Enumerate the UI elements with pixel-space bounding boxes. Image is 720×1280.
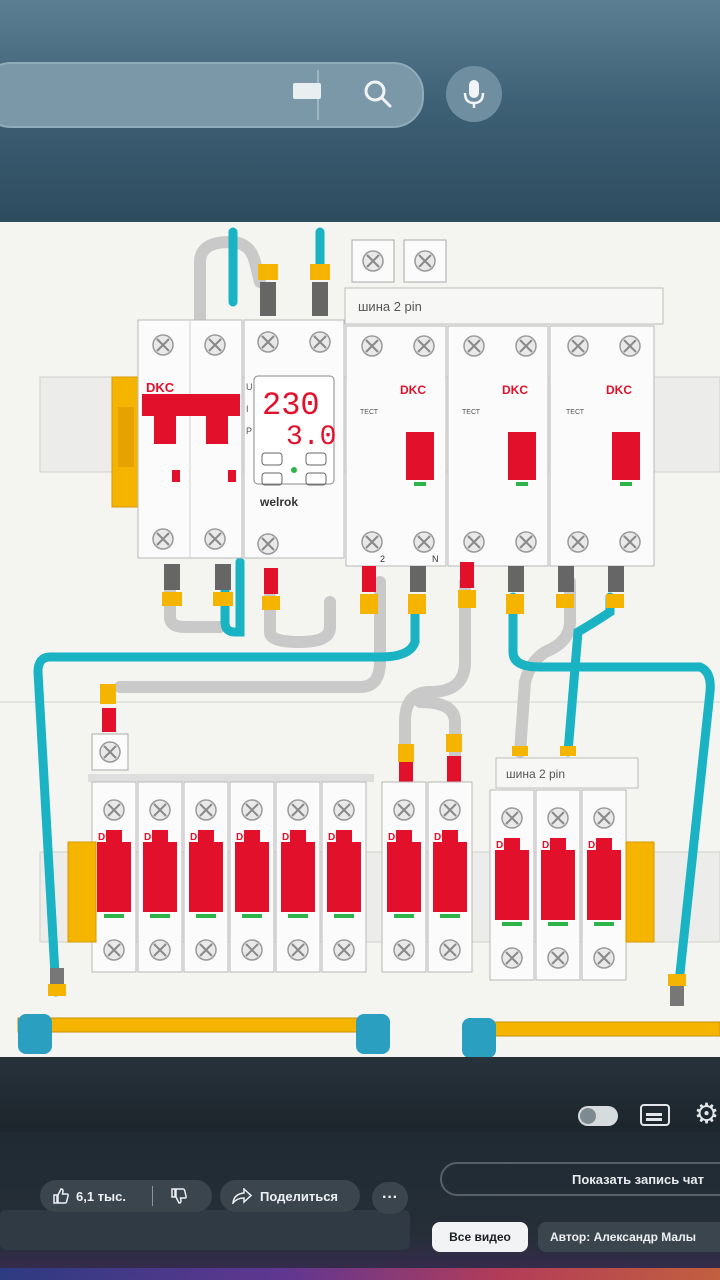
mcb-brand-6: DKC: [328, 832, 350, 843]
filter-all-videos[interactable]: Все видео: [432, 1222, 528, 1252]
bottom-glow: [0, 1268, 720, 1280]
rcbo-3-brand: DKC: [606, 383, 632, 397]
bus-label-top: шина 2 pin: [358, 299, 422, 314]
like-divider: [152, 1186, 153, 1206]
terminal-2-label: 2: [380, 554, 385, 564]
rcbo-1-test: ТЕСТ: [360, 409, 379, 416]
mcb-brand-10: DKC: [542, 840, 564, 851]
rcbo-1-brand: DKC: [400, 383, 426, 397]
mcb-brand-9: DKC: [496, 840, 518, 851]
rcbo-2: DKC ТЕСТ: [447, 325, 549, 567]
subtitles-button[interactable]: [640, 1104, 670, 1126]
mcb-brand-11: DKC: [588, 840, 610, 851]
settings-gear-icon[interactable]: ⚙: [694, 1098, 720, 1129]
autoplay-toggle[interactable]: [578, 1106, 618, 1126]
video-player[interactable]: шина 2 pin DKC 230 3.0 U I P welrok DKC …: [0, 222, 720, 1057]
panel-schematic: шина 2 pin DKC 230 3.0 U I P welrok DKC …: [0, 227, 720, 1057]
meter-label-p: P: [246, 426, 252, 436]
mcb-brand-1: DKC: [98, 832, 120, 843]
thumbs-up-icon[interactable]: [52, 1187, 70, 1205]
rcbo-2-brand: DKC: [502, 383, 528, 397]
brand-logo-main: DKC: [146, 380, 175, 395]
filter-all-label: Все видео: [449, 1230, 511, 1244]
mcb-brand-8: DKC: [434, 832, 456, 843]
mcb-brand-4: DKC: [236, 832, 258, 843]
rcbo-3-test: ТЕСТ: [566, 409, 585, 416]
rcbo-3: DKC ТЕСТ: [549, 325, 655, 567]
blurred-channel-row: [0, 1210, 410, 1250]
like-dislike-group: 6,1 тыс.: [40, 1180, 212, 1212]
search-button[interactable]: [350, 70, 406, 118]
more-label: ···: [382, 1189, 398, 1206]
filter-author[interactable]: Автор: Александр Малы: [538, 1222, 720, 1252]
search-box[interactable]: [0, 62, 424, 128]
more-actions-button[interactable]: ···: [372, 1182, 408, 1214]
meter-label-u: U: [246, 382, 253, 392]
keyboard-icon[interactable]: [293, 83, 321, 99]
meter-brand: welrok: [259, 495, 298, 509]
mcb-brand-2: DKC: [144, 832, 166, 843]
terminal-n-label: N: [432, 554, 439, 564]
mcb-brand-5: DKC: [282, 832, 304, 843]
rcbo-2-test: ТЕСТ: [462, 409, 481, 416]
thumbs-down-icon[interactable]: [170, 1187, 188, 1205]
current-readout: 3.0: [286, 422, 336, 453]
voice-search-button[interactable]: [446, 66, 502, 122]
microphone-icon: [463, 80, 485, 108]
voltage-readout: 230: [262, 387, 320, 424]
share-button[interactable]: Поделиться: [220, 1180, 360, 1212]
rcbo-1: DKC ТЕСТ: [345, 325, 447, 567]
search-icon: [364, 80, 392, 108]
mcb-brand-3: DKC: [190, 832, 212, 843]
meter-label-i: I: [246, 404, 249, 414]
live-chat-label: Показать запись чат: [572, 1171, 705, 1187]
like-count[interactable]: 6,1 тыс.: [76, 1188, 126, 1204]
bus-label-bottom: шина 2 pin: [506, 767, 565, 781]
filter-author-label: Автор: Александр Малы: [550, 1230, 696, 1244]
browser-top-bar: [0, 0, 720, 225]
share-label: Поделиться: [260, 1188, 339, 1204]
mcb-brand-7: DKC: [388, 832, 410, 843]
search-input[interactable]: [0, 64, 312, 126]
show-live-chat-button[interactable]: Показать запись чат: [440, 1162, 720, 1196]
share-icon: [232, 1188, 252, 1204]
